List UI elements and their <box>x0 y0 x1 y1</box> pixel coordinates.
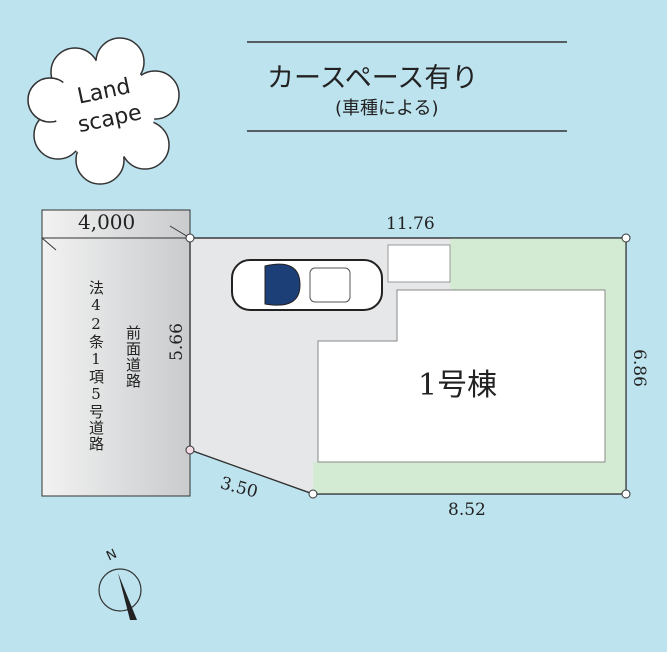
corner-marker <box>185 233 195 243</box>
corner-marker <box>621 489 631 499</box>
left-dimension: 5.66 <box>166 323 187 361</box>
page-title: カースペース有り <box>267 63 479 94</box>
right-dimension: 6.86 <box>628 349 649 387</box>
parking-marker <box>387 244 451 283</box>
top-dimension: 11.76 <box>386 214 435 234</box>
building-1 <box>317 289 606 463</box>
road-width-label: 4,000 <box>78 210 136 234</box>
road-front-label: 前面道路 <box>124 325 142 389</box>
compass-icon <box>98 568 142 620</box>
page-subtitle: (車種による) <box>335 98 439 119</box>
bottom-dimension: 8.52 <box>448 500 486 520</box>
corner-marker <box>185 445 195 455</box>
corner-marker <box>621 233 631 243</box>
front-road <box>41 209 191 497</box>
landscape-logo <box>27 37 180 185</box>
car-icon <box>231 259 383 311</box>
corner-marker <box>308 489 318 499</box>
building-label: 1号棟 <box>418 368 498 403</box>
road-legal-label: 法42条1項5号道路 <box>87 280 105 452</box>
